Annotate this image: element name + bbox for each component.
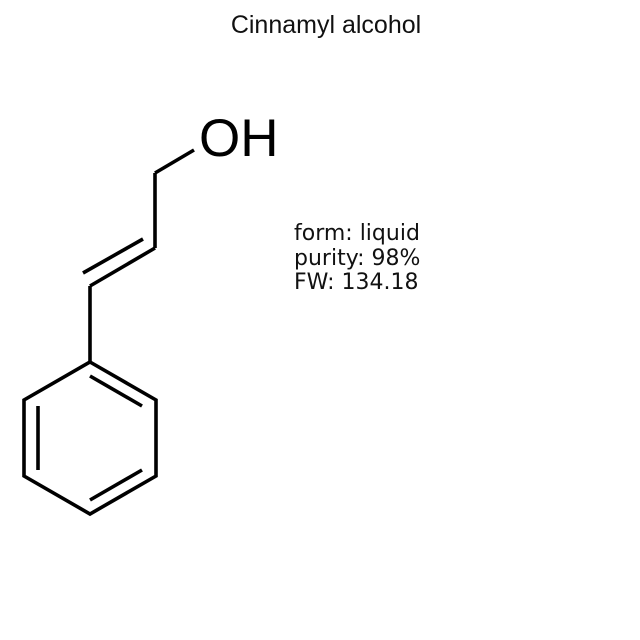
hydroxyl-label: OH bbox=[199, 109, 279, 168]
compound-title: Cinnamyl alcohol bbox=[230, 11, 422, 39]
benzene-ring bbox=[22, 359, 158, 517]
form-info: form: liquid bbox=[294, 221, 420, 246]
bond-alkene-main bbox=[89, 246, 156, 288]
purity-info: purity: 98% bbox=[294, 245, 421, 271]
compound-info: form: liquid purity: 98% FW: 134.18 bbox=[294, 221, 421, 296]
ring-inner-bond-upper-right bbox=[89, 374, 143, 408]
formula-weight-info: FW: 134.18 bbox=[294, 270, 419, 295]
bond-alkene-inner bbox=[82, 237, 144, 275]
ring-inner-bond-lower-right bbox=[89, 468, 143, 502]
bond-c-o bbox=[154, 148, 195, 175]
